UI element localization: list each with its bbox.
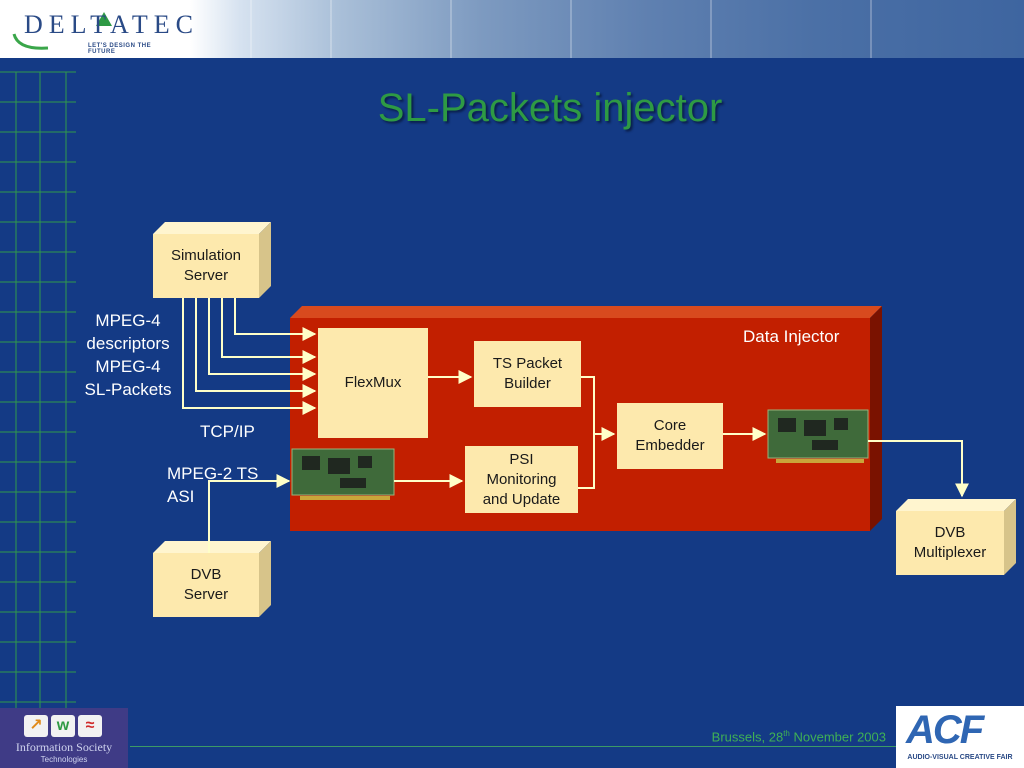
footer-date-suffix: November 2003 xyxy=(789,729,886,745)
header-photo xyxy=(190,0,1024,58)
tcpip-connectors xyxy=(182,298,317,415)
ist-logo-subtext: Technologies xyxy=(40,755,88,764)
dvb-multiplexer-label: DVB Multiplexer xyxy=(913,524,987,561)
asi-output-card-image xyxy=(767,409,869,463)
simulation-server-label: Simulation Server xyxy=(170,247,242,284)
core-embedder-label: Core Embedder xyxy=(635,417,705,454)
ist-logo: ↗ w ≈ Information Society Technologies xyxy=(0,708,128,768)
psi-monitoring-box xyxy=(465,446,578,513)
mpeg2-ts-asi-label: MPEG-2 TS ASI xyxy=(167,464,259,506)
footer-date: Brussels, 28th November 2003 xyxy=(640,729,886,744)
footer-location-prefix: Brussels, 28 xyxy=(711,729,784,745)
header-banner: DELTATEC LET'S DESIGN THE FUTURE xyxy=(0,0,1024,58)
ts-packet-builder-label: TS Packet Builder xyxy=(492,355,563,392)
chart-icon: w xyxy=(51,715,75,737)
merge-connector xyxy=(578,376,616,489)
card-to-multiplexer-arrow xyxy=(868,440,969,498)
slide-title: SL-Packets injector xyxy=(377,86,723,130)
ts-packet-builder-box xyxy=(474,341,581,407)
dvb-server-label: DVB Server xyxy=(183,566,229,603)
mpeg4-label: MPEG-4 descriptors MPEG-4 SL-Packets xyxy=(84,311,172,399)
acf-logo-mark: ACF xyxy=(906,708,984,752)
asi-input-card-image xyxy=(291,448,395,500)
acf-logo: ACF AUDIO-VISUAL CREATIVE FAIR xyxy=(896,706,1024,768)
simulation-server-box xyxy=(153,222,271,298)
decorative-grid xyxy=(0,71,76,708)
flexmux-box xyxy=(318,328,428,438)
dvb-server-to-card-arrow xyxy=(208,474,291,553)
psi-monitoring-label: PSI Monitoring and Update xyxy=(482,450,561,508)
logo-tagline: LET'S DESIGN THE FUTURE xyxy=(88,43,152,55)
dvb-multiplexer-box xyxy=(896,499,1016,575)
deltatec-logo: DELTATEC LET'S DESIGN THE FUTURE xyxy=(8,4,193,55)
wave-icon: ≈ xyxy=(78,715,102,737)
core-embedder-box xyxy=(617,403,723,469)
dvb-server-box xyxy=(153,541,271,617)
arrow-icon: ↗ xyxy=(24,715,48,737)
acf-logo-subtext: AUDIO-VISUAL CREATIVE FAIR xyxy=(907,754,1013,761)
logo-text: DELTATEC xyxy=(24,10,199,39)
footer-divider xyxy=(130,746,896,747)
tcpip-label: TCP/IP xyxy=(200,422,255,441)
flexmux-label: FlexMux xyxy=(344,374,402,391)
data-injector-label: Data Injector xyxy=(743,327,840,346)
ist-logo-text: Information Society xyxy=(15,740,113,754)
footer-superscript: th xyxy=(783,729,790,738)
